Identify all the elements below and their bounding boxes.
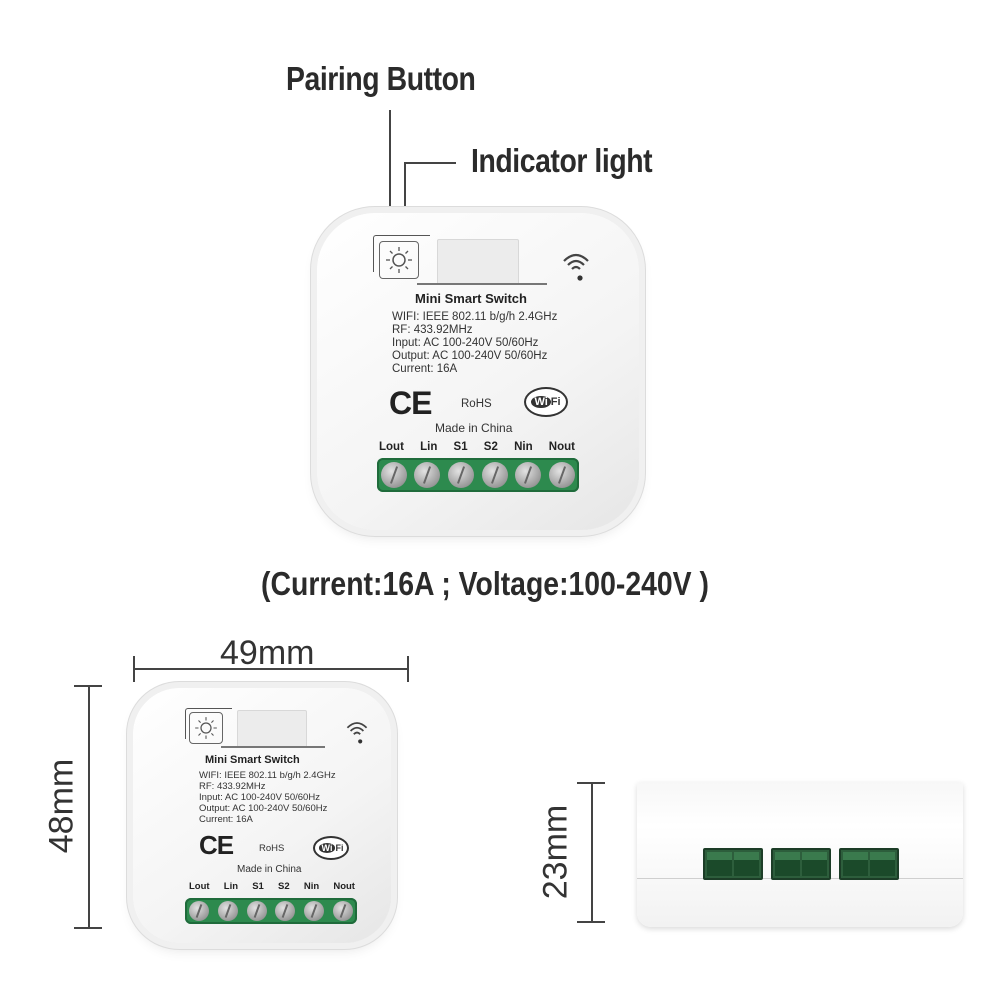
- spec-input: Input: AC 100-240V 50/60Hz: [392, 337, 539, 349]
- pairing-button-label: Pairing Button: [286, 60, 476, 97]
- depth-dimension-tick-top: [577, 782, 605, 784]
- height-dimension-tick-top: [74, 685, 102, 687]
- terminal-label-nin: Nin: [514, 441, 533, 453]
- terminal-label-nout: Nout: [548, 441, 575, 453]
- screw-terminal: [332, 901, 353, 921]
- screw-terminal: [380, 462, 407, 488]
- rohs-mark: RoHS: [259, 843, 285, 854]
- device-title: Mini Smart Switch: [415, 291, 527, 306]
- indicator-light-label: Indicator light: [471, 142, 653, 179]
- terminal-label-s1: S1: [252, 881, 264, 892]
- spec-output: Output: AC 100-240V 50/60Hz: [392, 350, 548, 362]
- spec-current: Current: 16A: [199, 814, 253, 825]
- terminal-label-nin: Nin: [303, 881, 320, 892]
- terminal-block: [185, 898, 357, 924]
- light-bulb-icon: [195, 717, 217, 739]
- wifi-logo-fi: Fi: [550, 396, 561, 408]
- ce-mark: CE: [199, 830, 234, 860]
- screw-terminal: [246, 901, 267, 921]
- spec-output: Output: AC 100-240V 50/60Hz: [199, 803, 328, 814]
- button-frame: [185, 708, 232, 739]
- ce-mark: CE: [389, 385, 432, 421]
- screw-terminal: [481, 462, 508, 488]
- panel-divider-line: [221, 746, 325, 748]
- pairing-button[interactable]: [379, 241, 419, 279]
- height-dimension-tick-bottom: [74, 927, 102, 929]
- spec-rf: RF: 433.92MHz: [199, 781, 266, 792]
- terminal-label-nout: Nout: [333, 881, 355, 892]
- screw-terminal: [448, 462, 475, 488]
- height-dimension-line: [88, 685, 90, 928]
- screw-terminal: [549, 462, 576, 488]
- side-terminal: [839, 848, 899, 880]
- height-dimension-label: 48mm: [42, 758, 81, 854]
- screw-terminal: [515, 462, 542, 488]
- screw-terminal: [217, 901, 238, 921]
- smart-switch-side-view: [637, 782, 963, 927]
- made-in-china: Made in China: [237, 864, 302, 875]
- terminal-label-s2: S2: [483, 441, 498, 453]
- screw-terminal: [275, 901, 296, 921]
- smart-switch-front-small: Mini Smart Switch WIFI: IEEE 802.11 b/g/…: [133, 688, 391, 943]
- terminal-block: [377, 458, 579, 492]
- terminal-labels: Lout Lin S1 S2 Nin Nout: [189, 881, 355, 892]
- terminal-label-s2: S2: [278, 881, 290, 892]
- wifi-logo-wi: Wi: [318, 843, 336, 853]
- indicator-leader-vertical: [404, 162, 406, 240]
- rohs-mark: RoHS: [461, 398, 492, 410]
- screw-terminal: [303, 901, 324, 921]
- terminal-label-s1: S1: [453, 441, 468, 453]
- side-terminal: [703, 848, 763, 880]
- button-frame: [373, 235, 430, 272]
- terminal-label-lout: Lout: [189, 881, 210, 892]
- terminal-labels: Lout Lin S1 S2 Nin Nout: [379, 441, 575, 453]
- spec-current: Current: 16A: [392, 363, 458, 375]
- wifi-logo-fi: Fi: [335, 843, 344, 853]
- width-dimension-line: [133, 668, 408, 670]
- indicator-leader-horizontal: [404, 162, 456, 164]
- width-dimension-label: 49mm: [220, 634, 315, 672]
- device-title: Mini Smart Switch: [205, 754, 300, 766]
- spec-input: Input: AC 100-240V 50/60Hz: [199, 792, 320, 803]
- pairing-leader-line: [389, 110, 391, 240]
- depth-dimension-tick-bottom: [577, 921, 605, 923]
- spec-rf: RF: 433.92MHz: [392, 324, 473, 336]
- smart-switch-front-large: Mini Smart Switch WIFI: IEEE 802.11 b/g/…: [317, 213, 639, 530]
- pairing-button[interactable]: [189, 712, 223, 744]
- spec-wifi: WIFI: IEEE 802.11 b/g/h 2.4GHz: [199, 770, 336, 781]
- light-bulb-icon: [386, 247, 412, 273]
- indicator-light-window: [437, 239, 519, 285]
- rating-line: (Current:16A ; Voltage:100-240V ): [261, 565, 709, 602]
- side-terminal: [771, 848, 831, 880]
- depth-dimension-line: [591, 782, 593, 922]
- width-dimension-tick-left: [133, 656, 135, 682]
- terminal-label-lin: Lin: [223, 881, 239, 892]
- terminal-label-lin: Lin: [420, 441, 438, 453]
- screw-terminal: [414, 462, 441, 488]
- indicator-light-window: [237, 710, 307, 748]
- wifi-signal-icon: [346, 722, 368, 744]
- screw-terminal: [189, 901, 210, 921]
- panel-divider-line: [417, 283, 547, 285]
- made-in-china: Made in China: [435, 421, 513, 435]
- terminal-label-lout: Lout: [379, 441, 404, 453]
- width-dimension-tick-right: [407, 656, 409, 682]
- depth-dimension-label: 23mm: [536, 804, 575, 900]
- spec-wifi: WIFI: IEEE 802.11 b/g/h 2.4GHz: [392, 311, 558, 323]
- wifi-logo-wi: Wi: [531, 396, 551, 408]
- wifi-signal-icon: [563, 253, 589, 281]
